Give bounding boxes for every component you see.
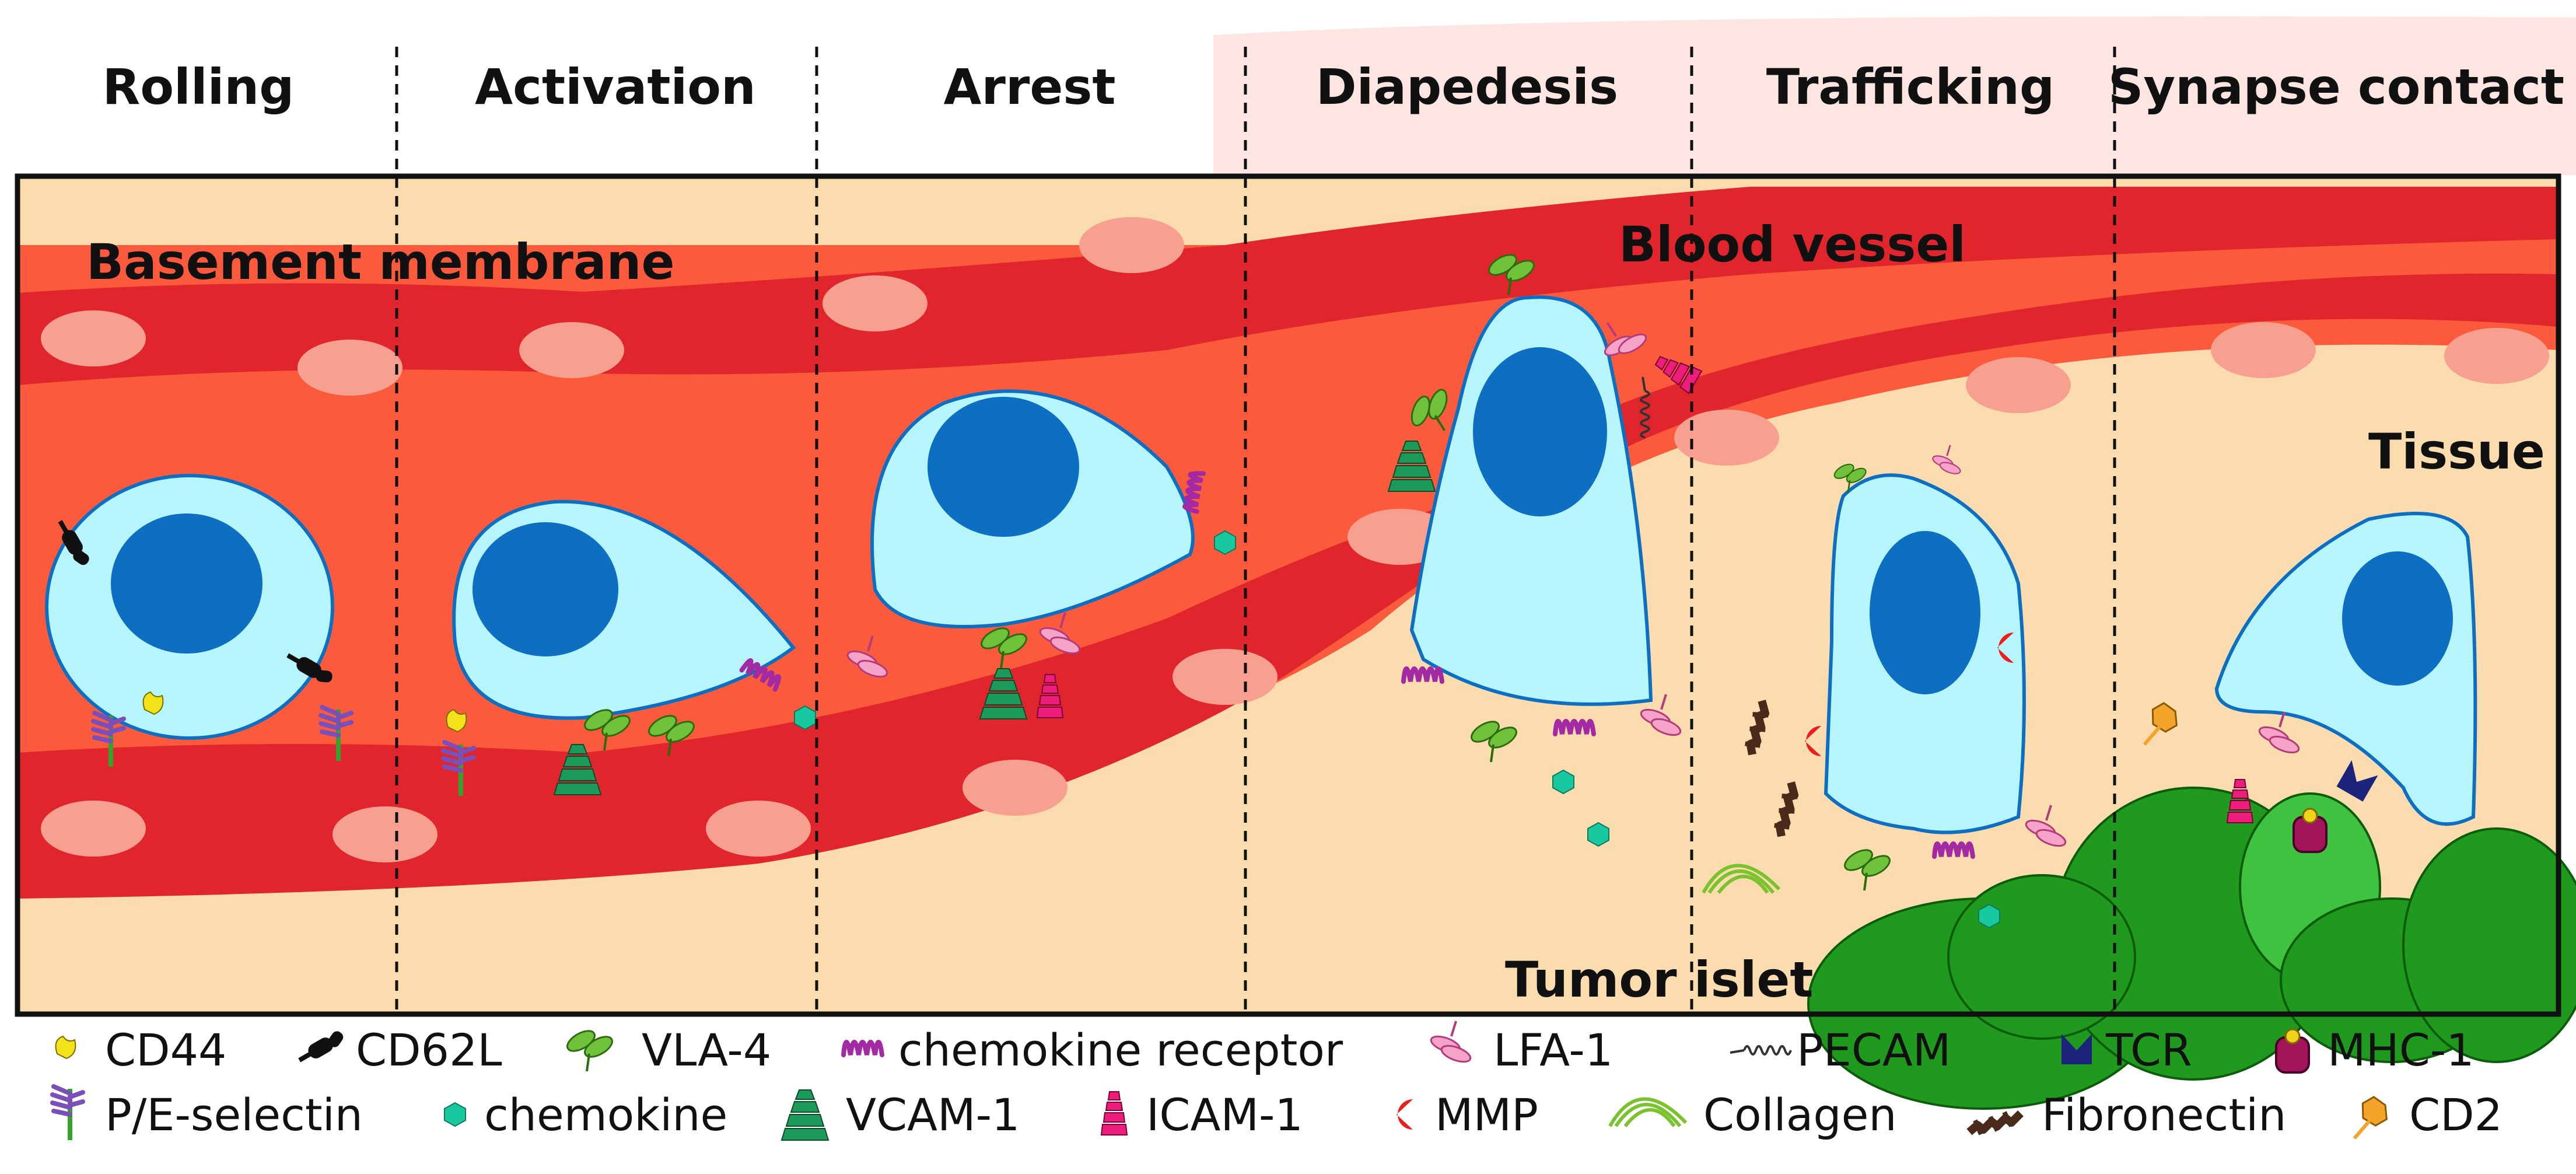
chemokine-icon xyxy=(444,1102,466,1127)
legend-label-icam1: ICAM-1 xyxy=(1146,1089,1303,1141)
icam1-icon xyxy=(1101,1091,1128,1135)
stage-title-activation: Activation xyxy=(475,58,756,116)
endothelial-nuclei xyxy=(41,217,2549,862)
legend-label-pecam: PECAM xyxy=(1797,1024,1951,1076)
activation-cell xyxy=(443,499,816,796)
legend-label-chemokine-receptor: chemokine receptor xyxy=(898,1024,1343,1076)
vcam1-icon xyxy=(781,1089,829,1141)
legend-label-mhc1: MHC-1 xyxy=(2328,1024,2474,1076)
legend-label-vla4: VLA-4 xyxy=(642,1024,772,1076)
pecam-icon xyxy=(1729,1045,1792,1056)
legend-label-mmp: MMP xyxy=(1435,1089,1538,1141)
legend-label-collagen: Collagen xyxy=(1703,1089,1897,1141)
main-panel xyxy=(18,176,2576,1110)
endothelium-upper xyxy=(18,187,2558,455)
arrest-cell xyxy=(844,389,1236,719)
vla4-icon xyxy=(562,1025,617,1072)
synapse-cell xyxy=(2144,512,2477,853)
legend-label-cd44: CD44 xyxy=(105,1024,227,1076)
rolling-cell xyxy=(45,474,351,767)
mmp-icon xyxy=(1396,1099,1413,1130)
legend-label-chemokine: chemokine xyxy=(484,1089,728,1141)
header-band xyxy=(1213,16,2576,175)
tissue-label: Tissue xyxy=(2368,423,2545,480)
panel-frame xyxy=(15,173,2561,1017)
stage-title-diapedesis: Diapedesis xyxy=(1315,58,1619,116)
legend-label-lfa1: LFA-1 xyxy=(1493,1024,1614,1076)
blood-vessel-label: Blood vessel xyxy=(1619,216,1966,273)
legend-label-cd2: CD2 xyxy=(2409,1089,2502,1141)
cd62l-icon xyxy=(295,1026,349,1068)
chemokine-receptor-icon xyxy=(844,1042,882,1055)
legend-label-tcr: TCR xyxy=(2106,1024,2192,1076)
fibronectin-icon xyxy=(1969,1112,2021,1134)
tumor-islet-label: Tumor islet xyxy=(1505,951,1814,1008)
cd2-icon xyxy=(2354,1094,2392,1138)
legend-label-fibronectin: Fibronectin xyxy=(2042,1089,2287,1141)
lfa1-icon xyxy=(1427,1020,1474,1067)
stage-title-arrest: Arrest xyxy=(943,58,1116,116)
legend-label-cd62l: CD62L xyxy=(356,1024,502,1076)
stage-title-rolling: Rolling xyxy=(102,58,295,116)
trafficking-cell xyxy=(1703,444,2069,928)
cd44-icon xyxy=(55,1036,76,1059)
endothelium-lower xyxy=(18,449,1610,899)
legend-label-selectin: P/E-selectin xyxy=(105,1089,363,1141)
collagen-icon xyxy=(1610,1099,1686,1126)
selectin-icon xyxy=(52,1086,83,1140)
stage-dividers xyxy=(395,47,2116,1014)
diapedesis-cell xyxy=(1388,249,1702,847)
stage-title-synapse-contact: Synapse contact xyxy=(2108,58,2565,116)
basement-membrane-label: Basement membrane xyxy=(86,233,675,291)
legend-label-vcam1: VCAM-1 xyxy=(846,1089,1020,1141)
stage-title-trafficking: Trafficking xyxy=(1766,58,2055,116)
